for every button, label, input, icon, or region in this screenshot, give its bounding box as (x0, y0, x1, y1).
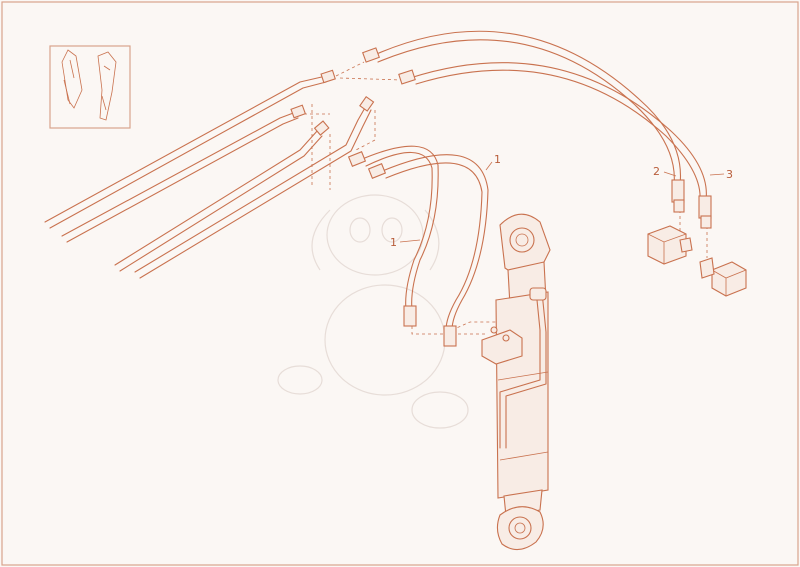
callout-label-1-left: 1 (390, 236, 397, 249)
callouts: 1 1 2 3 (390, 153, 733, 249)
callout-label-3: 3 (726, 168, 733, 181)
long-hoses (362, 30, 712, 229)
elbow-blocks (647, 225, 747, 297)
short-hoses (347, 145, 489, 347)
callout-label-1-top: 1 (494, 153, 501, 166)
inset-thumbnail (49, 45, 131, 129)
callout-label-2: 2 (653, 165, 660, 178)
hydraulic-cylinder (481, 213, 551, 551)
rigid-pipes (44, 69, 375, 279)
